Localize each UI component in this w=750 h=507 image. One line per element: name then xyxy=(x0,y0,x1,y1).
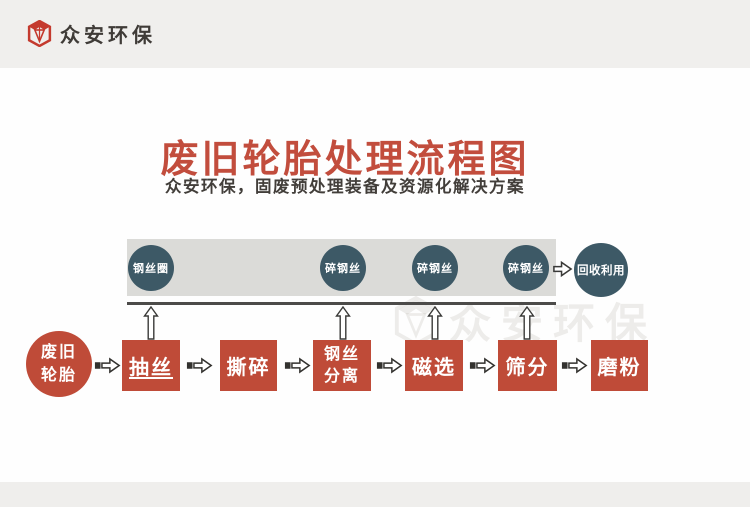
step-box-grinding: 磨粉 xyxy=(591,340,648,391)
output-label: 碎钢丝 xyxy=(325,263,361,275)
step-label: 磁选 xyxy=(412,357,456,379)
arrow-right-icon xyxy=(376,357,403,374)
output-label: 钢丝圈 xyxy=(133,263,169,275)
source-label: 废旧轮胎 xyxy=(40,343,77,384)
site-header: 众安环保 xyxy=(0,0,750,68)
recycle-circle: 回收利用 xyxy=(574,243,628,297)
step-box-wire-separation: 钢丝分离 xyxy=(313,340,371,391)
step-label: 撕碎 xyxy=(226,357,271,379)
arrow-up-icon xyxy=(143,306,159,340)
output-circle-scrap-wire-3: 碎钢丝 xyxy=(503,245,549,291)
page-title: 废旧轮胎处理流程图 xyxy=(160,139,530,181)
output-circle-scrap-wire-1: 碎钢丝 xyxy=(320,245,366,291)
arrow-right-icon xyxy=(561,357,588,374)
logo-gem-icon xyxy=(27,20,52,47)
step-box-wire-drawing: 抽丝 xyxy=(122,340,180,391)
recycle-label: 回收利用 xyxy=(577,265,625,277)
arrow-up-icon xyxy=(427,306,443,340)
content-area: 废旧轮胎处理流程图 众安环保，固废预处理装备及资源化解决方案 众安环保 钢丝圈 … xyxy=(0,68,750,482)
step-box-screening: 筛分 xyxy=(498,340,557,391)
arrow-up-icon xyxy=(519,306,535,340)
step-label: 钢丝分离 xyxy=(323,345,360,385)
output-label: 碎钢丝 xyxy=(417,263,453,275)
arrow-right-icon xyxy=(186,357,213,374)
band-underline xyxy=(127,302,556,305)
output-circle-scrap-wire-2: 碎钢丝 xyxy=(412,245,458,291)
step-label: 筛分 xyxy=(505,357,550,379)
step-label: 磨粉 xyxy=(597,357,642,379)
arrow-right-icon xyxy=(284,357,311,374)
step-label: 抽丝 xyxy=(129,357,173,379)
step-box-magnetic-separation: 磁选 xyxy=(405,340,463,391)
step-box-shredding: 撕碎 xyxy=(220,340,277,391)
page-subtitle: 众安环保，固废预处理装备及资源化解决方案 xyxy=(165,178,525,196)
arrow-right-icon xyxy=(469,357,496,374)
arrow-right-icon xyxy=(553,260,573,278)
logo[interactable]: 众安环保 xyxy=(27,19,156,48)
logo-brand-text: 众安环保 xyxy=(60,25,156,47)
output-label: 碎钢丝 xyxy=(508,263,544,275)
footer-strip xyxy=(0,482,750,507)
output-circle-bead-wire: 钢丝圈 xyxy=(128,245,174,291)
arrow-right-icon xyxy=(94,357,121,374)
source-circle-waste-tire: 废旧轮胎 xyxy=(26,331,92,397)
arrow-up-icon xyxy=(335,306,351,340)
